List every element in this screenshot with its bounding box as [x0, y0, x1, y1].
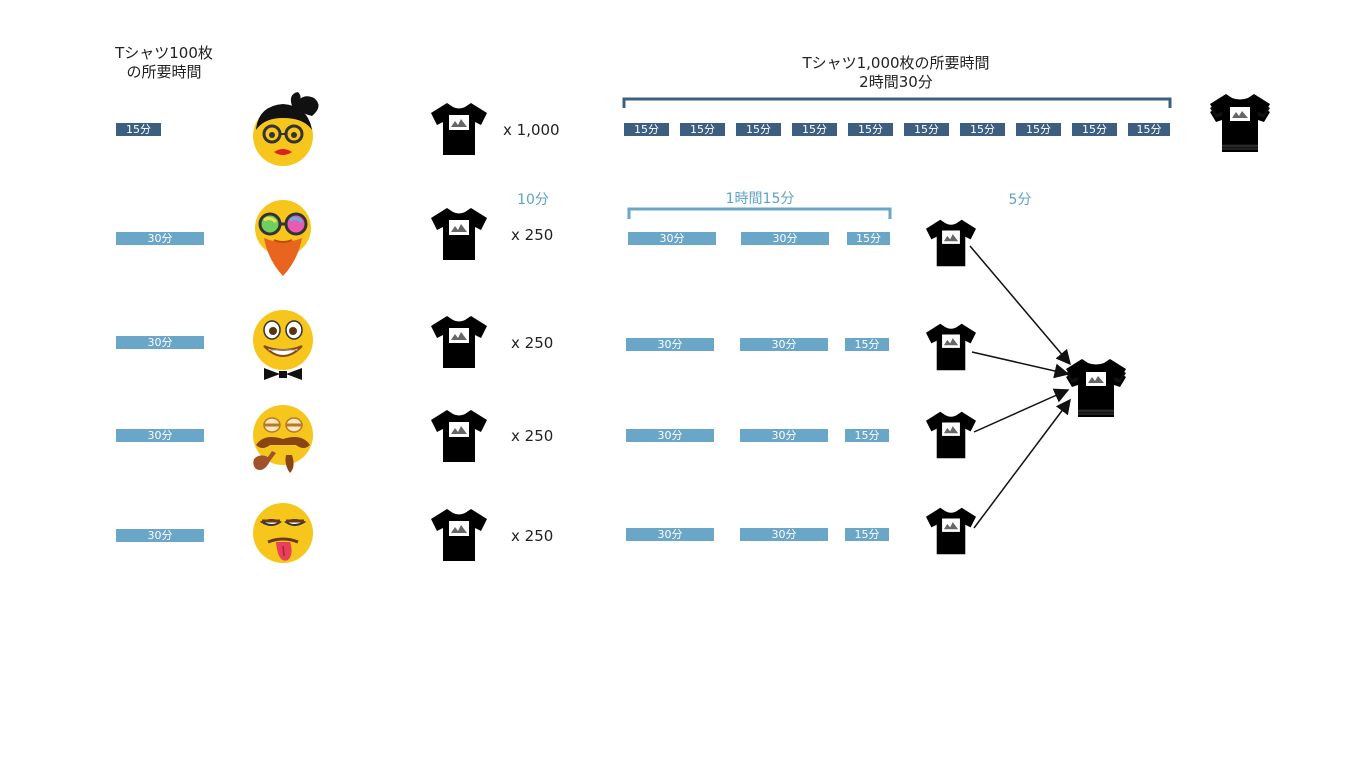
grinning-bowtie-emoji-icon [253, 310, 313, 380]
row1-segment: 15分 [680, 123, 725, 136]
arrow-icon [971, 351, 1070, 379]
row3-segment: 30分 [740, 338, 828, 351]
row2-segment: 30分 [741, 232, 829, 245]
row2-lead-bar: 30分 [116, 232, 204, 245]
row1-segment: 15分 [848, 123, 893, 136]
row2-segment: 15分 [847, 232, 890, 245]
row4-multiplier: x 250 [511, 427, 554, 445]
work-time-label: 1時間15分 [725, 191, 795, 207]
top-heading: Tシャツ1,000枚の所要時間 2時間30分 [802, 54, 990, 91]
row4-segment: 15分 [845, 429, 889, 442]
row2-multiplier: x 250 [511, 226, 554, 244]
row5-lead-bar: 30分 [116, 529, 204, 542]
left-heading: Tシャツ100枚 の所要時間 [115, 44, 213, 81]
row4-segment: 30分 [626, 429, 714, 442]
row3-segment: 30分 [626, 338, 714, 351]
row1-segment: 15分 [904, 123, 949, 136]
row3-segment: 15分 [845, 338, 889, 351]
row4-segment: 30分 [740, 429, 828, 442]
row1-segment: 15分 [736, 123, 781, 136]
row2-segment: 30分 [628, 232, 716, 245]
merge-time-label: 5分 [1008, 192, 1032, 208]
arrow-icon [973, 388, 1070, 433]
row1-segment: 15分 [1072, 123, 1117, 136]
arrow-icon [973, 398, 1071, 529]
row5-segment: 30分 [626, 528, 714, 541]
row1-segment: 15分 [960, 123, 1005, 136]
row5-segment: 15分 [845, 528, 889, 541]
total-time-bracket [622, 97, 1172, 108]
row5-multiplier: x 250 [511, 527, 554, 545]
row5-segment: 30分 [740, 528, 828, 541]
mustache-pipe-emoji-icon [253, 405, 313, 473]
tongue-out-emoji-icon [253, 503, 313, 563]
row1-segment: 15分 [624, 123, 669, 136]
row3-lead-bar: 30分 [116, 336, 204, 349]
setup-time-label: 10分 [517, 192, 549, 208]
work-time-bracket [627, 207, 892, 219]
bearded-glasses-emoji-icon [255, 200, 311, 276]
row4-lead-bar: 30分 [116, 429, 204, 442]
row1-segment: 15分 [1016, 123, 1061, 136]
row1-segment: 15分 [1128, 123, 1170, 136]
row3-multiplier: x 250 [511, 334, 554, 352]
row1-segment: 15分 [792, 123, 837, 136]
woman-emoji-icon [253, 92, 319, 166]
row1-lead-bar: 15分 [116, 123, 161, 136]
row1-multiplier: x 1,000 [503, 121, 560, 139]
arrow-icon [969, 245, 1071, 366]
